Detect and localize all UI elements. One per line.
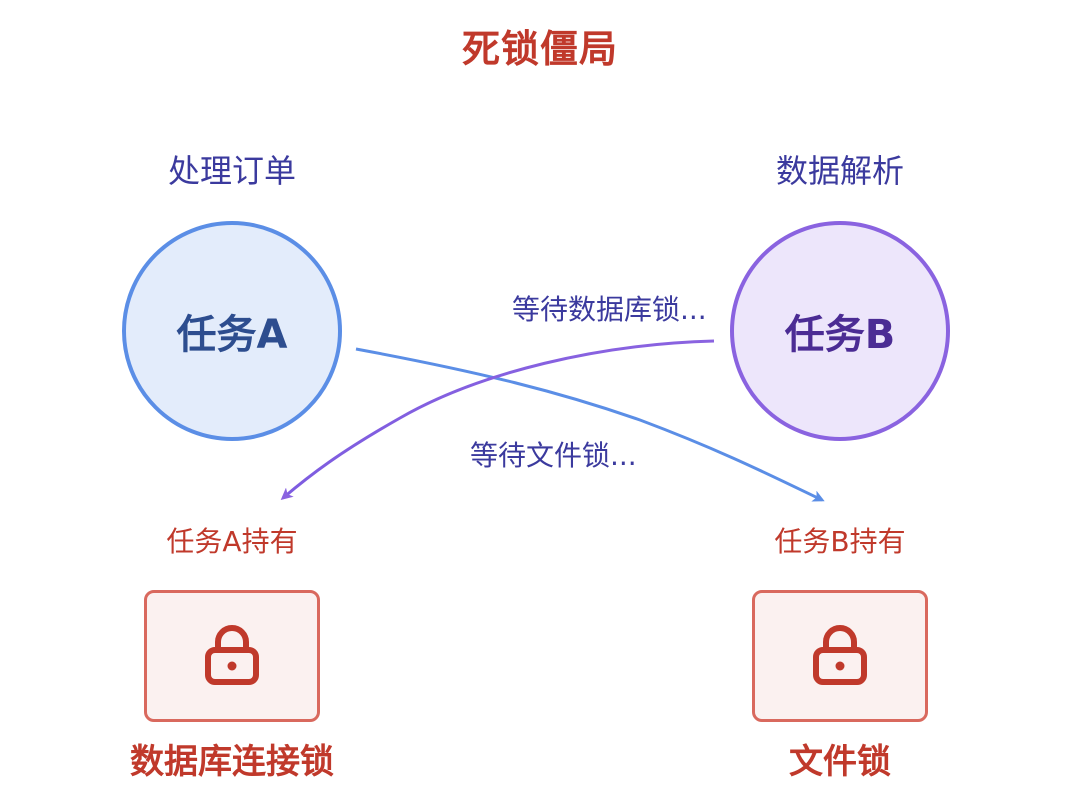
task-b-waiting-label: 等待数据库锁... (512, 293, 707, 326)
file-lock-box (752, 590, 928, 722)
file-lock-name: 文件锁 (789, 742, 891, 782)
task-a-label: 处理订单 (167, 152, 296, 190)
task-b-label: 数据解析 (775, 152, 904, 190)
db-lock-box (144, 590, 320, 722)
diagram-title: 死锁僵局 (461, 27, 618, 71)
task-a-node: 任务A (122, 221, 342, 441)
db-lock-name: 数据库连接锁 (130, 742, 334, 782)
task-b-name: 任务B (784, 312, 896, 358)
task-a-name: 任务A (176, 312, 288, 358)
task-a-waiting-label: 等待文件锁... (470, 439, 637, 472)
task-b-node: 任务B (730, 221, 950, 441)
lock-icon (205, 625, 259, 685)
task-a-holds-label: 任务A持有 (166, 525, 298, 558)
arrow-a-to-file-lock (355, 347, 825, 502)
arrow-b-to-db-lock (280, 339, 715, 500)
task-b-holds-label: 任务B持有 (774, 525, 906, 558)
lock-icon (813, 625, 867, 685)
